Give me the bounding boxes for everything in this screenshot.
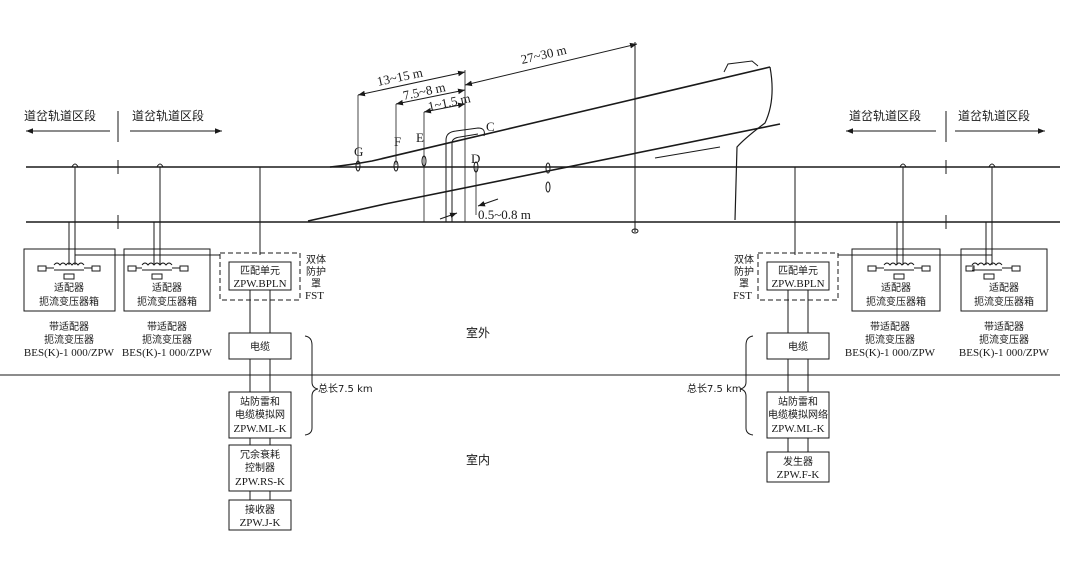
svg-text:总长7.5 km: 总长7.5 km bbox=[318, 382, 373, 395]
right-lightning-protection: 站防雷和 电缆模拟网络 ZPW.ML-K bbox=[766, 391, 830, 452]
right-shield-label: 双体 防护 罩 FST bbox=[733, 254, 754, 302]
section-label-left: 道岔轨道区段 bbox=[132, 108, 204, 123]
left-lightning-protection: 站防雷和 电缆模拟网 ZPW.ML-K bbox=[228, 391, 292, 445]
left-attenuator: 冗余衰耗 控制器 ZPW.RS-K bbox=[228, 444, 292, 500]
left-cable-length: 总长7.5 km bbox=[304, 335, 373, 436]
svg-text:FST: FST bbox=[733, 290, 752, 302]
svg-text:电缆模拟网: 电缆模拟网 bbox=[235, 408, 285, 421]
svg-text:扼流变压器: 扼流变压器 bbox=[865, 333, 915, 346]
svg-text:扼流变压器: 扼流变压器 bbox=[44, 333, 94, 346]
svg-text:ZPW.BPLN: ZPW.BPLN bbox=[233, 278, 286, 290]
adapter-caption-1: 带适配器 扼流变压器 BES(K)-1 000/ZPW bbox=[24, 321, 115, 359]
adapter-box-4: 适配器 扼流变压器箱 bbox=[960, 248, 1048, 312]
rail-leads bbox=[68, 163, 996, 265]
adapter-caption-2: 带适配器 扼流变压器 BES(K)-1 000/ZPW bbox=[122, 321, 213, 359]
rails bbox=[26, 160, 1060, 229]
svg-text:站防雷和: 站防雷和 bbox=[778, 395, 818, 408]
svg-text:ZPW.J-K: ZPW.J-K bbox=[240, 517, 281, 529]
svg-text:双体: 双体 bbox=[306, 254, 326, 266]
svg-text:匹配单元: 匹配单元 bbox=[240, 265, 280, 277]
svg-text:发生器: 发生器 bbox=[783, 455, 813, 468]
svg-text:带适配器: 带适配器 bbox=[984, 321, 1024, 333]
left-shield-label: 双体 防护 罩 FST bbox=[305, 254, 326, 302]
svg-text:接收器: 接收器 bbox=[245, 503, 275, 516]
left-receiver: 接收器 ZPW.J-K bbox=[228, 499, 292, 531]
svg-text:电缆: 电缆 bbox=[788, 340, 808, 353]
svg-text:扼流变压器箱: 扼流变压器箱 bbox=[974, 295, 1034, 308]
svg-text:BES(K)-1 000/ZPW: BES(K)-1 000/ZPW bbox=[845, 347, 936, 359]
left-cable-box: 电缆 bbox=[228, 332, 292, 392]
svg-text:扼流变压器箱: 扼流变压器箱 bbox=[39, 295, 99, 308]
section-label-far-left: 道岔轨道区段 bbox=[24, 108, 96, 123]
point-f: F bbox=[394, 134, 401, 149]
svg-text:BES(K)-1 000/ZPW: BES(K)-1 000/ZPW bbox=[24, 347, 115, 359]
svg-text:扼流变压器箱: 扼流变压器箱 bbox=[866, 295, 926, 308]
dim-27-30: 27~30 m bbox=[519, 42, 568, 67]
svg-text:电缆模拟网络: 电缆模拟网络 bbox=[768, 408, 828, 421]
right-transmitter: 发生器 ZPW.F-K bbox=[766, 451, 830, 483]
svg-text:扼流变压器箱: 扼流变压器箱 bbox=[137, 295, 197, 308]
turnout bbox=[307, 42, 781, 234]
svg-text:罩: 罩 bbox=[311, 278, 321, 290]
adapter-box-1: 适配器 扼流变压器箱 bbox=[23, 248, 116, 312]
section-label-right: 道岔轨道区段 bbox=[849, 108, 921, 123]
section-label-far-right: 道岔轨道区段 bbox=[958, 108, 1030, 123]
adapter-caption-3: 带适配器 扼流变压器 BES(K)-1 000/ZPW bbox=[845, 321, 936, 359]
svg-text:ZPW.F-K: ZPW.F-K bbox=[777, 469, 820, 481]
svg-text:带适配器: 带适配器 bbox=[870, 321, 910, 333]
svg-text:ZPW.ML-K: ZPW.ML-K bbox=[233, 423, 286, 435]
svg-text:带适配器: 带适配器 bbox=[49, 321, 89, 333]
svg-text:带适配器: 带适配器 bbox=[147, 321, 187, 333]
svg-text:ZPW.ML-K: ZPW.ML-K bbox=[771, 423, 824, 435]
svg-text:FST: FST bbox=[305, 290, 324, 302]
adapter-box-2: 适配器 扼流变压器箱 bbox=[123, 248, 211, 312]
right-cable-box: 电缆 bbox=[766, 332, 830, 392]
point-c: C bbox=[486, 119, 495, 134]
svg-text:扼流变压器: 扼流变压器 bbox=[142, 333, 192, 346]
svg-text:适配器: 适配器 bbox=[989, 282, 1019, 294]
dimensions bbox=[355, 42, 638, 222]
indoor-label: 室内 bbox=[466, 452, 490, 467]
adapter-box-3: 适配器 扼流变压器箱 bbox=[851, 248, 941, 312]
svg-text:防护: 防护 bbox=[734, 265, 754, 278]
right-matching-unit: 匹配单元 ZPW.BPLN bbox=[757, 252, 839, 333]
svg-text:罩: 罩 bbox=[739, 278, 749, 290]
svg-text:总长7.5 km: 总长7.5 km bbox=[687, 382, 742, 395]
svg-text:适配器: 适配器 bbox=[881, 282, 911, 294]
dim-0-5-0-8: 0.5~0.8 m bbox=[478, 207, 531, 222]
svg-text:匹配单元: 匹配单元 bbox=[778, 265, 818, 277]
svg-text:电缆: 电缆 bbox=[250, 340, 270, 353]
svg-text:BES(K)-1 000/ZPW: BES(K)-1 000/ZPW bbox=[959, 347, 1050, 359]
svg-text:ZPW.BPLN: ZPW.BPLN bbox=[771, 278, 824, 290]
svg-text:控制器: 控制器 bbox=[245, 461, 275, 474]
point-e: E bbox=[416, 130, 424, 145]
point-g: G bbox=[354, 144, 363, 159]
svg-text:双体: 双体 bbox=[734, 254, 754, 266]
svg-text:防护: 防护 bbox=[306, 265, 326, 278]
svg-text:扼流变压器: 扼流变压器 bbox=[979, 333, 1029, 346]
svg-text:站防雷和: 站防雷和 bbox=[240, 395, 280, 408]
adapter-caption-4: 带适配器 扼流变压器 BES(K)-1 000/ZPW bbox=[959, 321, 1050, 359]
svg-text:适配器: 适配器 bbox=[152, 282, 182, 294]
svg-text:冗余衰耗: 冗余衰耗 bbox=[240, 448, 280, 461]
svg-text:适配器: 适配器 bbox=[54, 282, 84, 294]
left-matching-unit: 匹配单元 ZPW.BPLN bbox=[219, 252, 301, 333]
point-d: D bbox=[471, 151, 480, 166]
svg-text:BES(K)-1 000/ZPW: BES(K)-1 000/ZPW bbox=[122, 347, 213, 359]
section-arrows bbox=[26, 111, 1045, 142]
right-cable-length: 总长7.5 km bbox=[687, 335, 754, 436]
svg-text:ZPW.RS-K: ZPW.RS-K bbox=[235, 476, 285, 488]
outdoor-label: 室外 bbox=[466, 325, 490, 340]
